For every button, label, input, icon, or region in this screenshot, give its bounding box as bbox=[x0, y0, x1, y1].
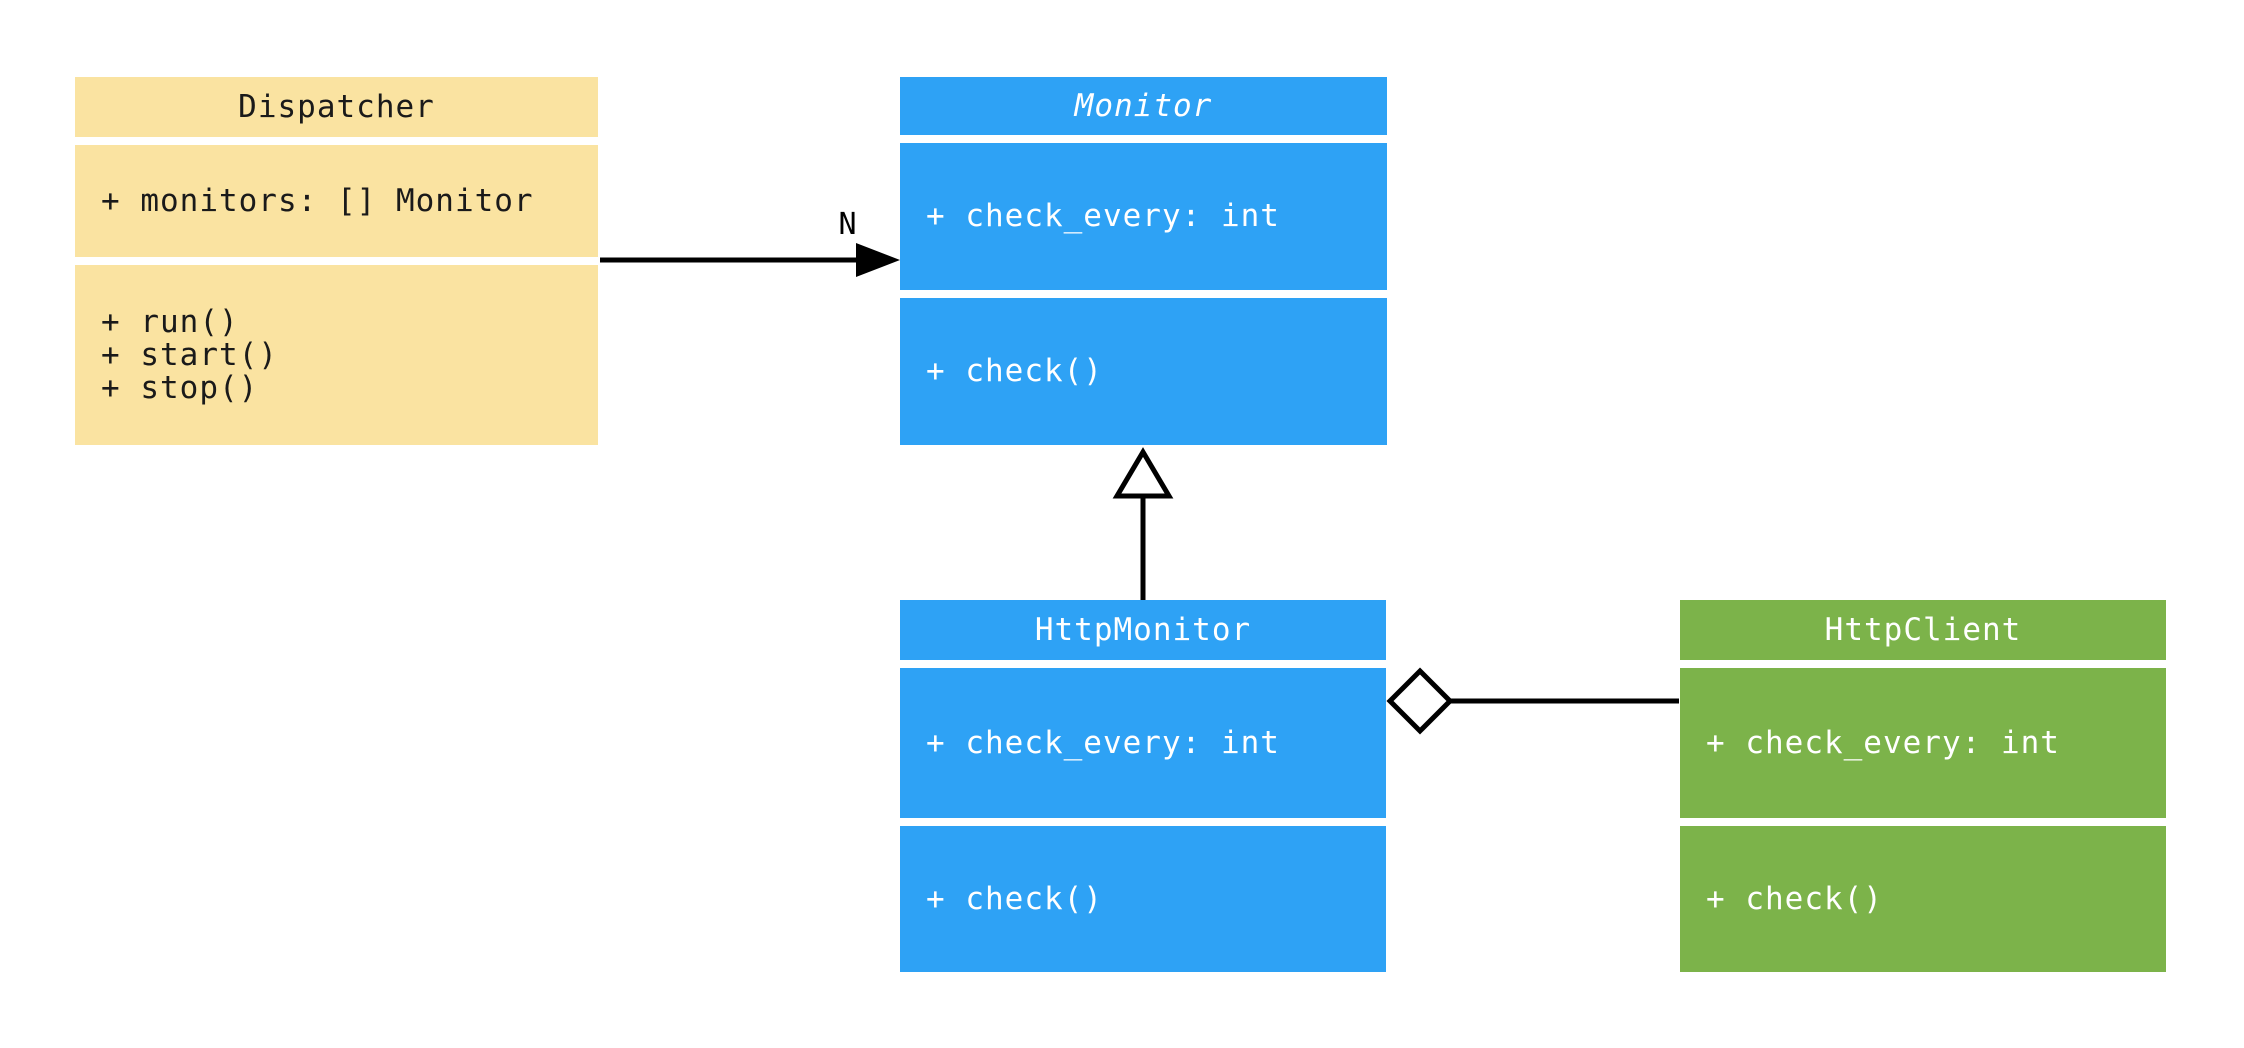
class-httpmonitor-attributes: + check_every: int bbox=[900, 668, 1386, 818]
class-monitor-attributes: + check_every: int bbox=[900, 143, 1387, 290]
method-line: + stop() bbox=[101, 369, 259, 406]
multiplicity-label: N bbox=[838, 207, 858, 242]
attribute-line: + monitors: [] Monitor bbox=[101, 182, 534, 219]
class-httpclient: HttpClient + check_every: int + check() bbox=[1680, 600, 2166, 972]
class-dispatcher-attributes: + monitors: [] Monitor bbox=[75, 145, 598, 257]
class-httpmonitor-name: HttpMonitor bbox=[900, 600, 1386, 660]
class-httpclient-methods: + check() bbox=[1680, 826, 2166, 972]
association-edge-dispatcher-monitor bbox=[600, 243, 900, 277]
class-monitor-methods: + check() bbox=[900, 298, 1387, 445]
solid-arrowhead-icon bbox=[856, 243, 900, 277]
attribute-line: + check_every: int bbox=[926, 198, 1280, 234]
hollow-diamond-icon bbox=[1386, 667, 1454, 735]
class-dispatcher: Dispatcher + monitors: [] Monitor + run(… bbox=[75, 77, 598, 445]
attribute-line: + check_every: int bbox=[926, 724, 1280, 761]
method-line: + start() bbox=[101, 336, 278, 373]
hollow-triangle-icon bbox=[1112, 447, 1174, 499]
class-monitor-name: Monitor bbox=[900, 77, 1387, 135]
class-httpmonitor: HttpMonitor + check_every: int + check() bbox=[900, 600, 1386, 972]
class-httpclient-name: HttpClient bbox=[1680, 600, 2166, 660]
class-httpclient-attributes: + check_every: int bbox=[1680, 668, 2166, 818]
method-line: + check() bbox=[926, 880, 1103, 917]
class-monitor: Monitor + check_every: int + check() bbox=[900, 77, 1387, 445]
attribute-line: + check_every: int bbox=[1706, 724, 2060, 761]
method-line: + check() bbox=[1706, 880, 1883, 917]
method-line: + check() bbox=[926, 353, 1103, 389]
inheritance-edge-httpmonitor-monitor bbox=[1112, 447, 1174, 600]
class-httpmonitor-methods: + check() bbox=[900, 826, 1386, 972]
aggregation-edge-httpmonitor-httpclient bbox=[1386, 667, 1679, 735]
class-dispatcher-methods: + run() + start() + stop() bbox=[75, 265, 598, 445]
class-dispatcher-name: Dispatcher bbox=[75, 77, 598, 137]
method-line: + run() bbox=[101, 303, 239, 340]
